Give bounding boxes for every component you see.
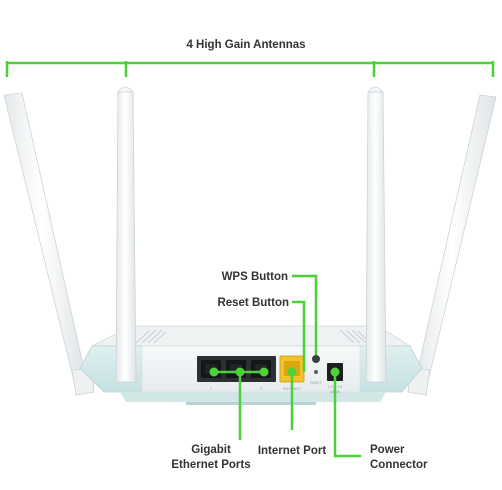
port-mark-1: 1 xyxy=(210,387,212,391)
wps-button xyxy=(312,355,320,363)
reset-mark: RESET xyxy=(310,381,322,385)
antenna-outer-left xyxy=(3,92,95,396)
antenna-inner-left xyxy=(115,86,137,383)
power-label-line2: Connector xyxy=(370,459,428,471)
antenna-inner-right xyxy=(365,86,387,383)
gigabit-label-line1: Gigabit xyxy=(191,444,231,456)
port-mark-3: 3 xyxy=(260,387,262,391)
gigabit-label-line2: Ethernet Ports xyxy=(171,459,250,471)
antenna-bracket xyxy=(5,61,495,77)
antenna-outer-right xyxy=(407,94,497,396)
power-label-line1: Power xyxy=(370,444,405,456)
reset-label: Reset Button xyxy=(217,297,289,309)
reset-button xyxy=(314,370,318,374)
title: 4 High Gain Antennas xyxy=(186,39,305,51)
internet-label: Internet Port xyxy=(258,445,327,457)
callout-dots xyxy=(209,367,340,377)
wps-label: WPS Button xyxy=(222,271,288,283)
